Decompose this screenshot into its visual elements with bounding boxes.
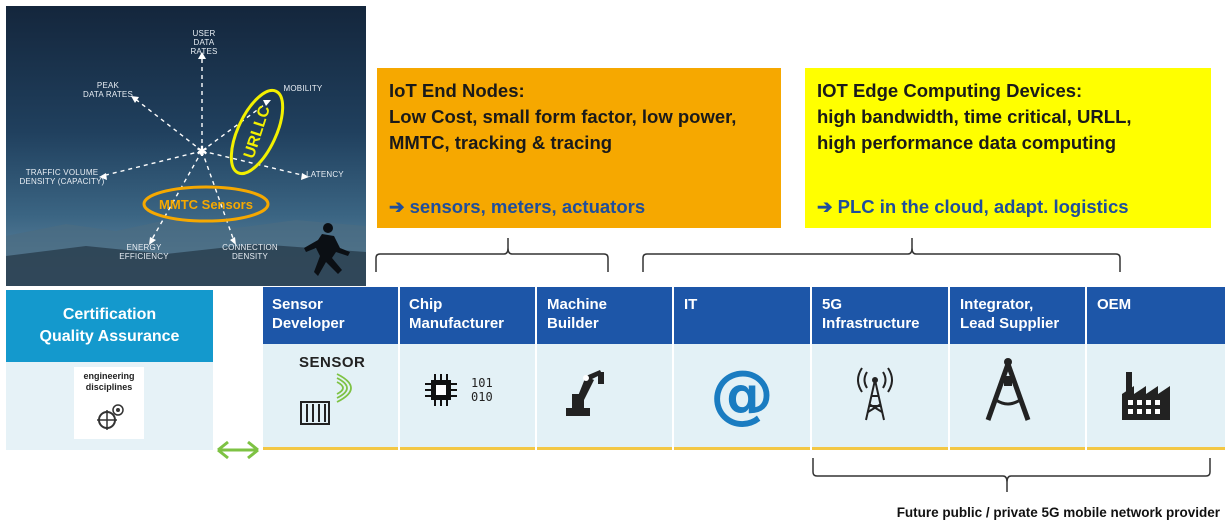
- column-divider: [810, 287, 812, 450]
- network-provider-label: Future public / private 5G mobile networ…: [896, 505, 1220, 520]
- engineering-disciplines-text: engineering disciplines: [83, 371, 135, 392]
- hero-label-mobility: MOBILITY: [283, 84, 323, 93]
- robot-arm-icon: [566, 370, 604, 416]
- brace-edge: [642, 238, 1121, 272]
- value-chain-underline: [263, 447, 1225, 450]
- column-divider: [672, 287, 674, 450]
- value-chain-header: [263, 287, 1225, 344]
- column-divider: [948, 287, 950, 450]
- col-label-integrator: Integrator,Lead Supplier: [960, 296, 1060, 332]
- runner-icon: [304, 223, 350, 276]
- hero-label-latency: LATENCY: [306, 170, 344, 179]
- iot-edge-text: IOT Edge Computing Devices: high bandwid…: [817, 80, 1132, 153]
- value-chain-body: [263, 344, 1225, 448]
- iot-edge-arrow-text: ➔ PLC in the cloud, adapt. logistics: [817, 196, 1129, 217]
- engineering-disciplines-card: engineering disciplines: [74, 367, 144, 439]
- svg-text:✱: ✱: [196, 144, 208, 160]
- antenna-icon: [857, 367, 893, 421]
- 5g-spider-diagram: ✱ URLLC MMTC Sensors: [6, 52, 366, 286]
- sensor-icon: SENSOR: [293, 354, 373, 434]
- iot-end-nodes-box: IoT End Nodes: Low Cost, small form fact…: [377, 68, 781, 228]
- certification-header: Certification Quality Assurance: [6, 290, 213, 362]
- factory-icon: [1122, 372, 1170, 420]
- iot-end-nodes-text: IoT End Nodes: Low Cost, small form fact…: [389, 80, 737, 153]
- column-divider: [535, 287, 537, 450]
- compass-icon: [985, 358, 1031, 421]
- iot-end-nodes-arrow-text: ➔ sensors, meters, actuators: [389, 196, 646, 217]
- mmtc-label: MMTC Sensors: [159, 197, 253, 212]
- brace-network-provider: [812, 458, 1211, 492]
- column-divider: [1085, 287, 1087, 450]
- col-label-oem: OEM: [1097, 296, 1132, 313]
- col-label-it: IT: [684, 296, 698, 313]
- at-icon: @: [710, 358, 774, 432]
- column-divider: [398, 287, 400, 450]
- brace-end-nodes: [375, 238, 609, 272]
- iot-edge-box: IOT Edge Computing Devices: high bandwid…: [805, 68, 1211, 228]
- gear-icon: [97, 404, 124, 430]
- double-arrow-icon: [217, 440, 259, 460]
